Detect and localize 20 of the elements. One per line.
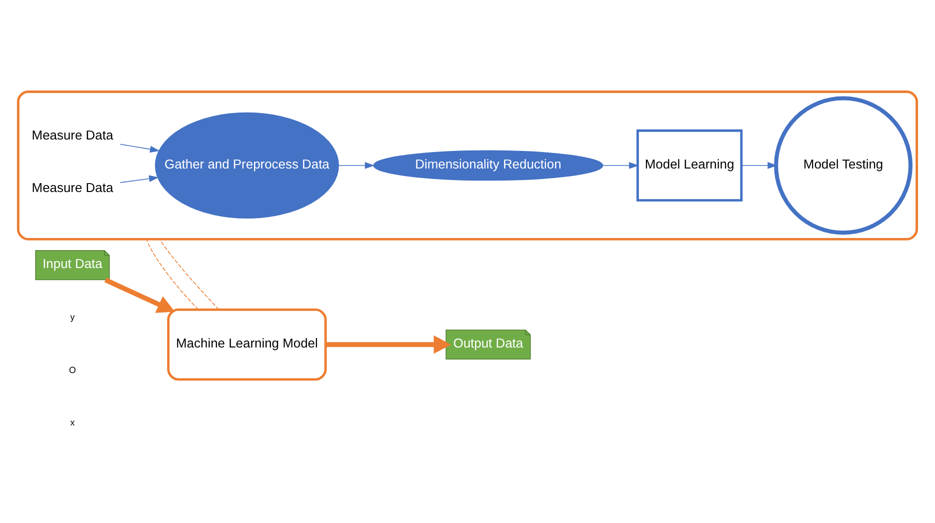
node-ellipse: Gather and Preprocess Data	[154, 112, 339, 219]
node-circle: Model Testing	[774, 96, 913, 235]
arrow	[104, 278, 175, 313]
arrow	[338, 162, 375, 169]
arrow	[120, 175, 159, 183]
node-text: Measure Data	[32, 180, 114, 196]
arrow	[741, 162, 778, 169]
node-box: Model Learning	[636, 129, 743, 202]
label: O	[69, 364, 76, 375]
cluster	[16, 90, 918, 240]
connector	[159, 238, 220, 310]
label: y	[70, 312, 75, 322]
node-text: Measure Data	[32, 127, 114, 142]
arrow	[120, 144, 160, 153]
arrow	[326, 335, 452, 354]
node-ellipse: Dimensionality Reduction	[373, 150, 604, 181]
node-box: Machine Learning Model	[167, 308, 327, 381]
label: x	[70, 417, 75, 428]
arrow	[602, 162, 639, 169]
connector	[146, 238, 199, 310]
